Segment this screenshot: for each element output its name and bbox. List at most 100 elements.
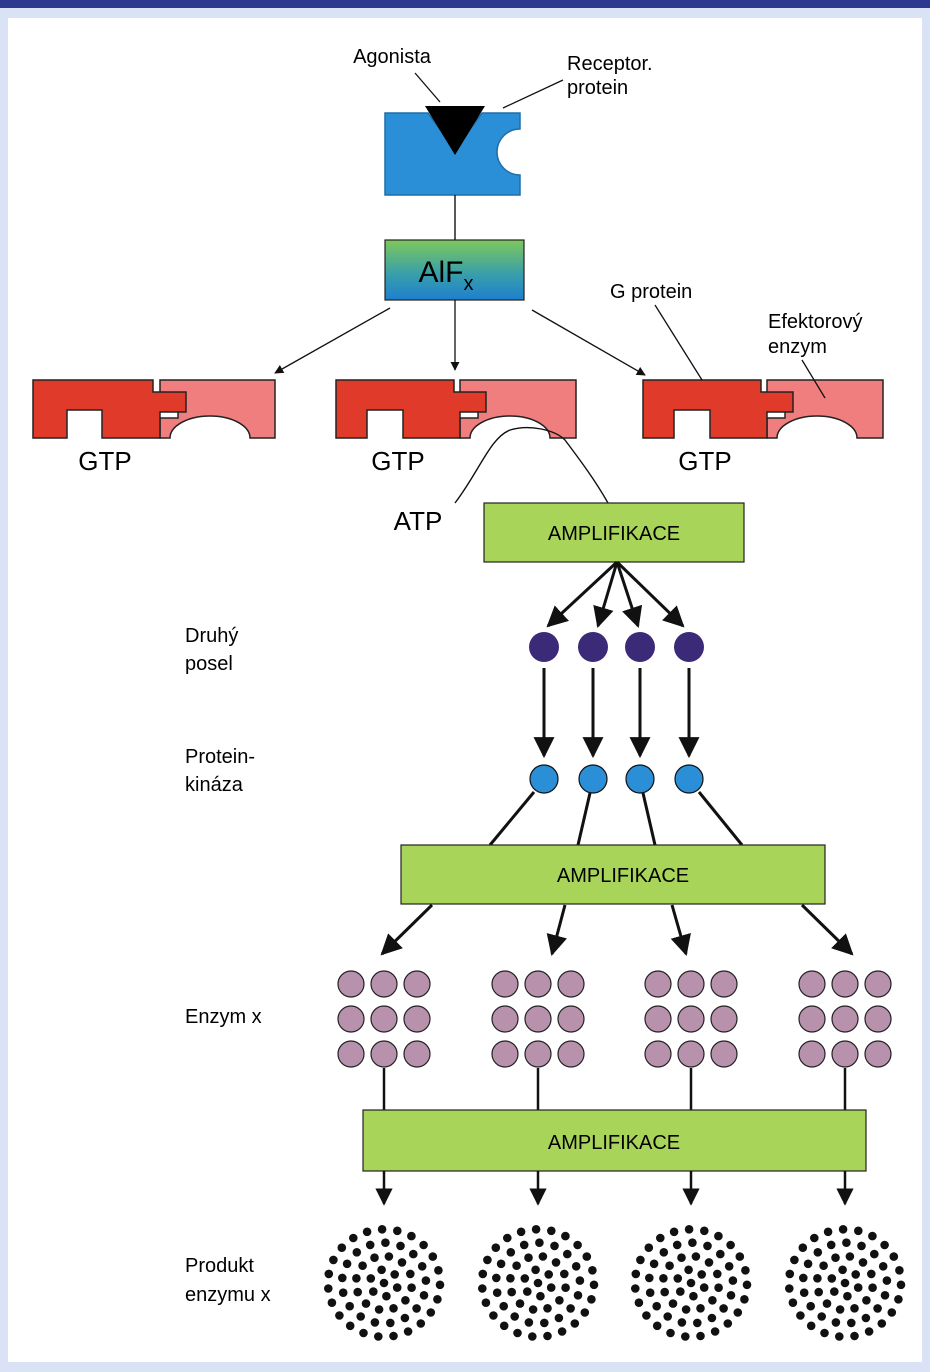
product-dot-2 [516, 1227, 526, 1237]
product-dot-1 [338, 1288, 348, 1297]
product-dot-4 [842, 1238, 851, 1247]
product-dot-1 [374, 1305, 384, 1314]
product-dot-1 [362, 1227, 372, 1237]
product-dot-4 [877, 1319, 887, 1328]
agonist-label: Agonista [353, 46, 432, 68]
amp1-arrow-4 [615, 560, 685, 628]
amp2-arrow-3 [670, 904, 691, 957]
product-dot-2 [573, 1240, 582, 1250]
product-dot-1 [409, 1249, 418, 1259]
product-dot-1 [358, 1261, 367, 1270]
product-dot-4 [819, 1261, 828, 1270]
product-dot-1 [390, 1270, 400, 1279]
product-dot-2 [547, 1226, 556, 1236]
product-dot-4 [806, 1321, 816, 1331]
product-dot-1 [407, 1283, 416, 1292]
product-dot-1 [426, 1308, 436, 1317]
product-dot-2 [528, 1305, 538, 1314]
product-dot-2 [540, 1318, 549, 1328]
product-dot-1 [370, 1318, 380, 1327]
product-dot-4 [864, 1327, 874, 1336]
enzyme-x-molecule-4 [798, 970, 826, 998]
product-dot-2 [561, 1283, 570, 1292]
enzyme-x-molecule-4 [831, 970, 859, 998]
product-dot-4 [810, 1233, 819, 1243]
product-dot-1 [428, 1252, 438, 1261]
enzyme-x-molecule-1 [370, 970, 398, 998]
product-dot-4 [838, 1225, 848, 1234]
product-dot-1 [435, 1280, 445, 1290]
atp-substrate [454, 426, 609, 504]
product-dot-1 [342, 1259, 352, 1269]
pk-to-amp2-line-4 [697, 791, 744, 846]
effector-enzyme-1 [159, 379, 276, 439]
product-dot-4 [814, 1287, 823, 1297]
product-dot-1 [352, 1248, 362, 1257]
enzyme-x-molecule-4 [864, 970, 892, 998]
product-dot-1 [353, 1287, 363, 1297]
product-dot-4 [870, 1249, 879, 1259]
enzyme-x-molecule-1 [337, 1005, 365, 1033]
enzyme-x-molecule-4 [864, 1005, 892, 1033]
product-dot-1 [369, 1287, 378, 1296]
product-dot-4 [790, 1255, 799, 1265]
product-dot-3 [686, 1278, 696, 1288]
product-dot-4 [798, 1243, 808, 1252]
enzyme-x-molecule-3 [677, 1005, 705, 1033]
product-dot-1 [401, 1296, 410, 1305]
product-dot-2 [554, 1313, 564, 1323]
product-dot-1 [345, 1301, 355, 1311]
pk-to-amp2-line-1 [488, 791, 536, 846]
enzyme-x-molecule-3 [644, 1040, 672, 1068]
product-dot-3 [676, 1287, 685, 1296]
product-dot-2 [550, 1241, 559, 1251]
product-dot-3 [669, 1227, 679, 1237]
product-dot-1 [416, 1319, 426, 1328]
g-protein-3 [642, 379, 794, 439]
product-dot-3 [703, 1241, 712, 1251]
product-dot-2 [506, 1274, 515, 1283]
product-dot-4 [868, 1283, 877, 1292]
product-dot-3 [642, 1311, 651, 1320]
product-dot-3 [684, 1265, 693, 1275]
product-dot-2 [575, 1276, 585, 1285]
product-dot-3 [693, 1318, 702, 1328]
protein-kinase-label-line1: Protein- [185, 746, 255, 768]
receptor-label-line1: Receptor. [567, 53, 653, 75]
product-dot-3 [631, 1269, 641, 1279]
product-dot-2 [535, 1238, 544, 1247]
product-dot-1 [337, 1243, 347, 1252]
agonist-triangle [425, 106, 485, 155]
product-dot-4 [861, 1313, 871, 1323]
product-dot-1 [374, 1332, 383, 1341]
product-label-line1: Produkt [185, 1255, 254, 1277]
product-dot-4 [813, 1248, 823, 1257]
product-dot-1 [386, 1318, 395, 1328]
product-dot-2 [570, 1319, 580, 1328]
product-dot-4 [878, 1262, 888, 1271]
enzyme-x-molecule-2 [557, 1005, 585, 1033]
product-dot-1 [412, 1304, 421, 1313]
product-dot-1 [433, 1295, 442, 1304]
product-dot-3 [704, 1258, 714, 1267]
product-dot-2 [538, 1252, 548, 1261]
enzyme-x-molecule-3 [710, 970, 738, 998]
product-dot-2 [557, 1327, 567, 1336]
product-dot-1 [377, 1225, 387, 1234]
enzyme-x-molecule-1 [403, 970, 431, 998]
product-dot-1 [392, 1283, 402, 1292]
gtp-label-2: GTP [371, 446, 424, 476]
atp-label: ATP [394, 506, 443, 536]
product-dot-3 [714, 1231, 723, 1241]
product-dot-3 [649, 1259, 659, 1269]
product-dot-3 [740, 1295, 749, 1304]
product-dot-3 [688, 1238, 697, 1247]
product-dot-4 [854, 1226, 863, 1236]
product-dot-4 [785, 1284, 794, 1293]
product-dot-2 [573, 1291, 583, 1300]
product-dot-1 [397, 1258, 407, 1267]
product-dot-4 [845, 1252, 855, 1261]
product-dot-4 [831, 1318, 841, 1327]
receptor-protein [384, 112, 521, 196]
